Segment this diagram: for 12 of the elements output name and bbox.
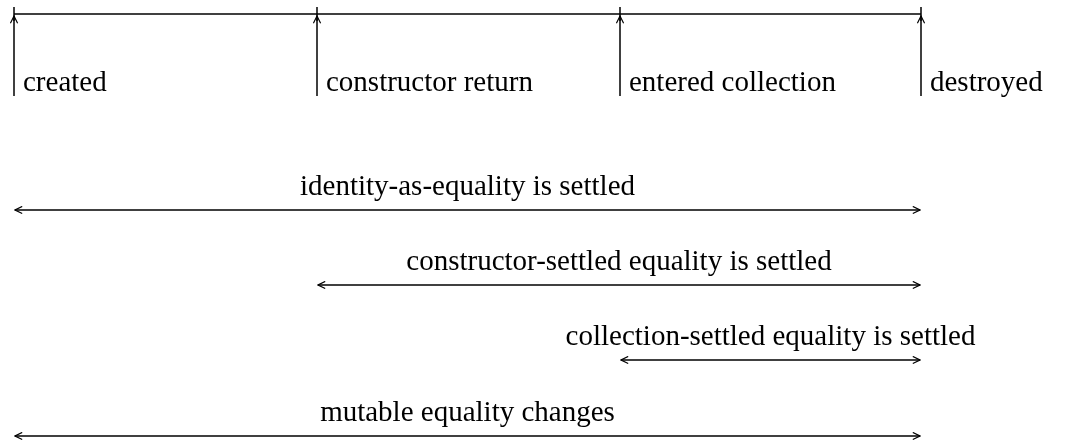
event-label: constructor return <box>326 64 533 98</box>
event-label: destroyed <box>930 64 1043 98</box>
arrow <box>615 15 625 97</box>
arrow <box>312 15 322 97</box>
arrow <box>9 15 19 97</box>
event-label: entered collection <box>629 64 836 98</box>
span-label: constructor-settled equality is settled <box>406 243 832 277</box>
event-label: created <box>23 64 107 98</box>
span-label: mutable equality changes <box>320 394 615 428</box>
span-label: identity-as-equality is settled <box>300 168 635 202</box>
span-label: collection-settled equality is settled <box>565 318 976 352</box>
arrow <box>916 15 926 97</box>
